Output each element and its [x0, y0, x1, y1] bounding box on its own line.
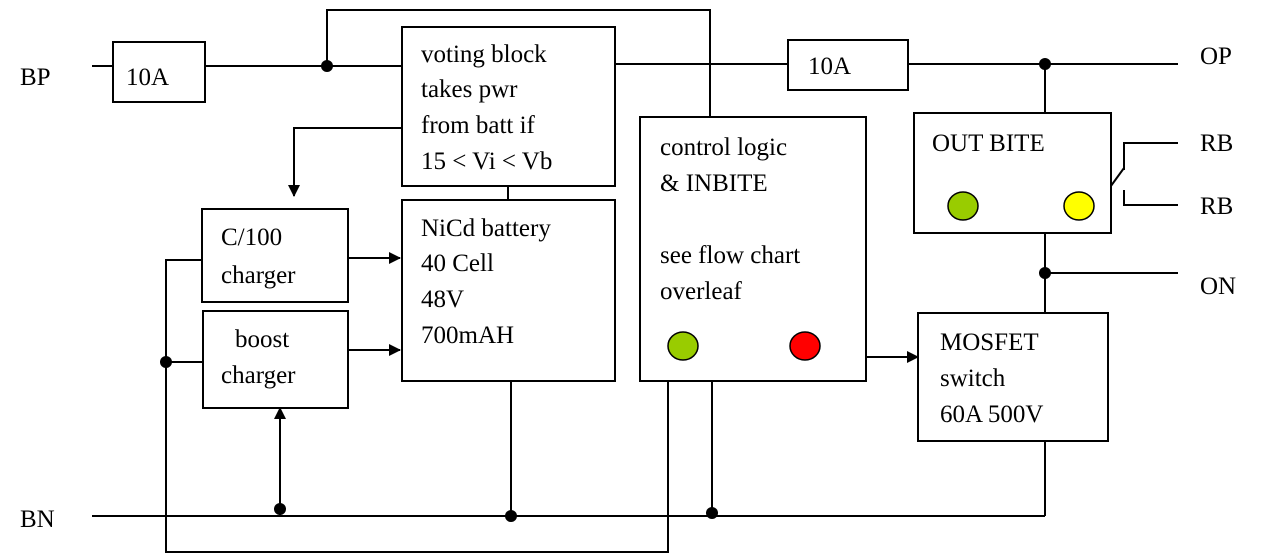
junction-dot — [1039, 58, 1051, 70]
voting-block-line-1: voting block — [421, 41, 547, 68]
c100-charger: C/100 charger — [201, 208, 349, 303]
c100-charger-line-2: charger — [221, 262, 296, 289]
battery-line-1: NiCd battery — [421, 215, 551, 242]
out-bite-block: OUT BITE — [913, 112, 1112, 234]
out-bite-yellow-led — [1063, 191, 1095, 221]
left-return-loop-wire — [165, 259, 669, 553]
nicd-battery: NiCd battery 40 Cell 48V 700mAH — [401, 199, 616, 382]
output-fuse: 10A — [787, 39, 909, 91]
terminal-labels: BP OP RB RB ON BN — [20, 43, 1236, 533]
out-bite-label: OUT BITE — [932, 130, 1045, 157]
output-fuse-label: 10A — [808, 53, 851, 80]
control-logic-block: control logic & INBITE see flow chart ov… — [639, 116, 867, 382]
junction-dot — [505, 510, 517, 522]
input-fuse-label: 10A — [126, 64, 169, 91]
junction-dot — [1039, 267, 1051, 279]
control-green-led — [667, 331, 699, 361]
c100-charger-line-1: C/100 — [221, 224, 282, 251]
boost-charger-line-2: charger — [221, 362, 296, 389]
mosfet-switch: MOSFET switch 60A 500V — [917, 312, 1109, 442]
relay-contact-bottom — [1123, 190, 1178, 206]
control-logic-line-3: see flow chart — [660, 242, 800, 269]
mosfet-line-2: switch — [940, 365, 1006, 392]
input-fuse: 10A — [112, 41, 206, 103]
voting-to-charger-wire — [288, 127, 402, 197]
voting-block-line-3: from batt if — [421, 112, 536, 139]
control-logic-line-2: & INBITE — [660, 170, 768, 197]
junction-dot — [706, 507, 718, 519]
battery-line-2: 40 Cell — [421, 250, 494, 277]
boost-charger-line-1: boost — [235, 326, 289, 353]
junction-dot — [274, 503, 286, 515]
relay-contact-top — [1123, 142, 1178, 170]
battery-line-4: 700mAH — [421, 322, 514, 349]
terminal-on-label: ON — [1200, 273, 1236, 300]
wires — [92, 9, 1178, 553]
junctions — [160, 58, 1051, 522]
voting-block-line-2: takes pwr — [421, 76, 518, 103]
terminal-rb-bottom-label: RB — [1200, 193, 1233, 220]
voting-block: voting block takes pwr from batt if 15 <… — [401, 26, 616, 187]
boost-charger: boost charger — [202, 310, 349, 409]
voting-block-line-4: 15 < Vi < Vb — [421, 148, 552, 175]
control-logic-line-1: control logic — [660, 134, 787, 161]
junction-dot — [321, 60, 333, 72]
junction-dot — [160, 356, 172, 368]
battery-line-3: 48V — [421, 286, 464, 313]
mosfet-line-1: MOSFET — [940, 329, 1039, 356]
control-red-led — [789, 331, 821, 361]
out-bite-green-led — [947, 191, 979, 221]
terminal-rb-top-label: RB — [1200, 130, 1233, 157]
mosfet-line-3: 60A 500V — [940, 401, 1043, 428]
terminal-op-label: OP — [1200, 43, 1232, 70]
terminal-bn-label: BN — [20, 506, 55, 533]
control-logic-line-4: overleaf — [660, 278, 743, 305]
terminal-bp-label: BP — [20, 64, 51, 91]
